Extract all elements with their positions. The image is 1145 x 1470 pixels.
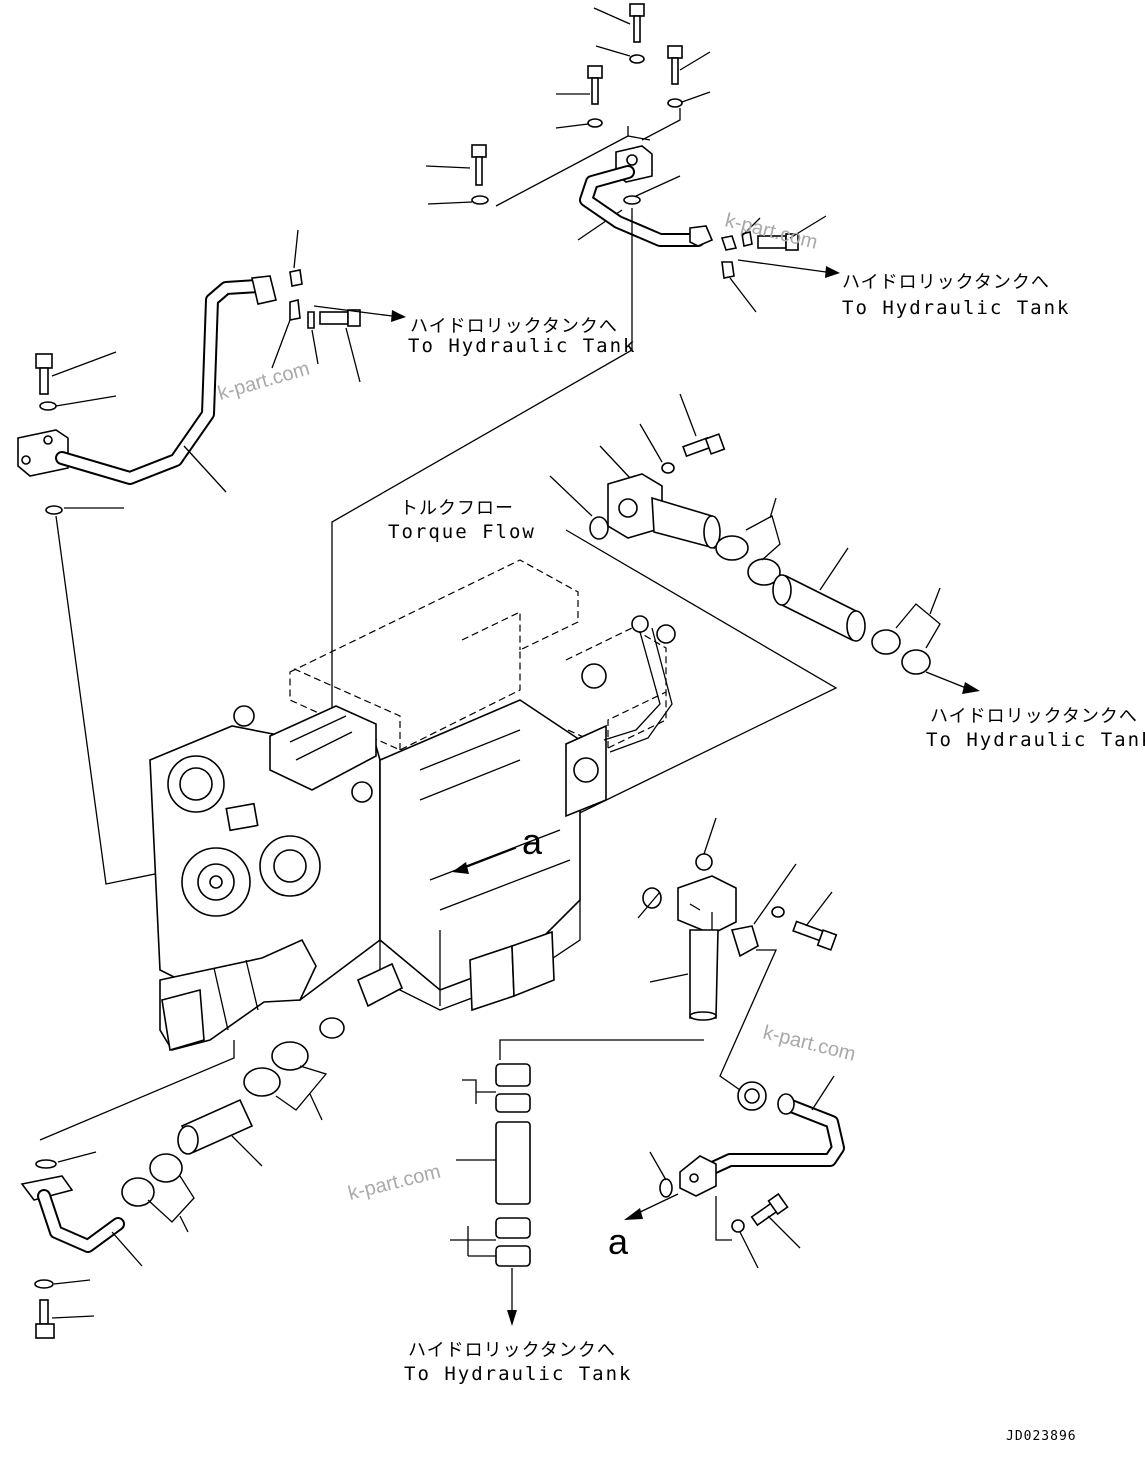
to-tank-label-jp-1: ハイドロリックタンクへ bbox=[842, 272, 1050, 293]
hose-clamp-6 bbox=[243, 1067, 281, 1097]
washer-3 bbox=[587, 118, 603, 128]
top-pipe-assembly bbox=[425, 3, 840, 313]
o-ring-top bbox=[623, 195, 641, 205]
lower-left-assembly bbox=[20, 1040, 328, 1339]
drawing-code: JD023896 bbox=[1006, 1429, 1077, 1444]
washer-2 bbox=[667, 98, 683, 108]
hose-clamp-4 bbox=[901, 649, 931, 675]
main-housing bbox=[379, 699, 581, 991]
collar-3 bbox=[495, 1217, 531, 1239]
bolt-8 bbox=[792, 920, 838, 951]
washer-4 bbox=[471, 195, 489, 205]
to-tank-label-en-1: To Hydraulic Tank bbox=[842, 297, 1070, 319]
lower-right-assembly bbox=[624, 949, 845, 1269]
washer-6 bbox=[661, 462, 675, 474]
watermark-3: k-part.com bbox=[761, 1022, 858, 1066]
bolt-5 bbox=[35, 353, 53, 395]
hose-lower-center bbox=[495, 1121, 531, 1205]
washer-7 bbox=[34, 1279, 54, 1289]
bolt-6 bbox=[682, 433, 726, 458]
right-middle-assembly bbox=[515, 393, 980, 845]
left-upper-pipe-assembly bbox=[17, 229, 406, 515]
torque-flow-label-en: Torque Flow bbox=[388, 521, 536, 543]
to-tank-label-en-2: To Hydraulic Tank bbox=[408, 335, 636, 357]
bolt-7 bbox=[35, 1299, 55, 1339]
hose-clamp-3 bbox=[871, 629, 901, 655]
ref-a-lower: a bbox=[608, 1221, 629, 1262]
collar-4 bbox=[495, 1245, 531, 1267]
o-ring-mid bbox=[589, 516, 609, 540]
to-tank-label-en-4: To Hydraulic Tank bbox=[404, 1363, 632, 1385]
washer-1 bbox=[629, 54, 645, 64]
to-tank-label-jp-3: ハイドロリックタンクへ bbox=[930, 706, 1138, 727]
lower-flange bbox=[20, 1175, 74, 1201]
torque-flow-label-jp: トルクフロー bbox=[400, 498, 514, 519]
to-tank-label-en-3: To Hydraulic Tank bbox=[926, 729, 1145, 751]
hose-mid bbox=[779, 574, 859, 642]
bolt-2 bbox=[667, 45, 683, 85]
bolt-4 bbox=[471, 144, 487, 186]
to-tank-label-jp-4: ハイドロリックタンクへ bbox=[408, 1340, 616, 1361]
control-valve bbox=[269, 705, 377, 791]
bolt-9 bbox=[750, 1192, 789, 1227]
collar-2 bbox=[495, 1093, 531, 1113]
center-lower-assembly bbox=[450, 817, 838, 1326]
suction-block bbox=[677, 875, 737, 935]
hose-clamp-1 bbox=[715, 535, 749, 561]
top-pipe-end bbox=[689, 225, 714, 247]
hose-clamp-5 bbox=[271, 1041, 309, 1071]
plug bbox=[695, 853, 713, 871]
watermark-2: k-part.com bbox=[215, 358, 312, 405]
left-pipe-end bbox=[251, 275, 277, 305]
bolt-3 bbox=[587, 65, 603, 105]
hose-clamp-8 bbox=[149, 1153, 183, 1183]
ref-a-main: a bbox=[522, 821, 543, 862]
o-ring-left bbox=[45, 505, 63, 515]
hose-clamp-7 bbox=[121, 1177, 155, 1207]
transmission bbox=[149, 559, 676, 1052]
washer-8 bbox=[731, 1219, 745, 1233]
collar-1 bbox=[495, 1063, 531, 1087]
washer-5 bbox=[39, 401, 57, 411]
o-ring-lower bbox=[35, 1159, 57, 1169]
bolt-1 bbox=[629, 3, 645, 43]
watermark-4: k-part.com bbox=[346, 1161, 443, 1205]
to-tank-label-jp-2: ハイドロリックタンクへ bbox=[410, 316, 618, 337]
left-flange bbox=[17, 429, 69, 477]
